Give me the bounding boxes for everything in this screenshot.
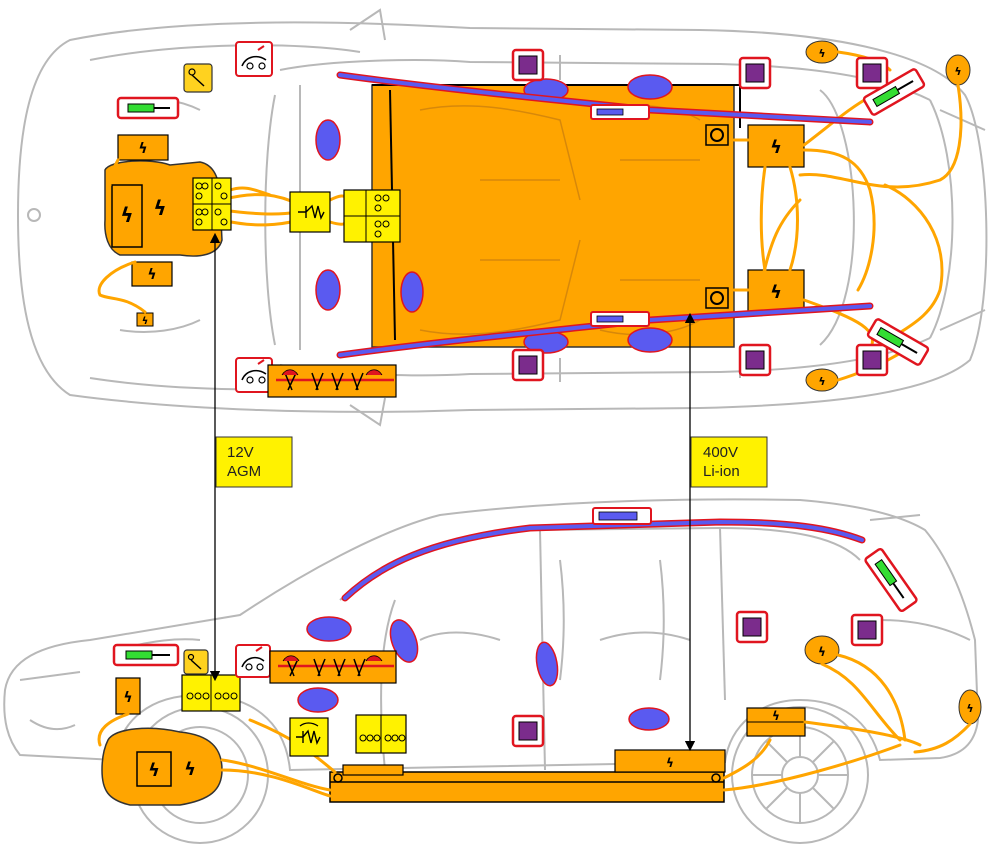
pretensioner-icon (738, 343, 772, 377)
battery-hv-type-label: Li-ion (703, 463, 740, 480)
inflator-icon (269, 650, 397, 684)
hv-symbol-icon: ϟ (138, 141, 147, 157)
battery-12v-voltage-label: 12V (227, 444, 254, 461)
hv-symbol-icon: ϟ (142, 316, 149, 327)
low-voltage-modules-side (181, 649, 407, 757)
hv-battery-side-view: ϟ (329, 749, 726, 803)
gas-strut-icon (864, 547, 918, 613)
hv-symbol-icon: ϟ (148, 760, 160, 781)
hv-symbol-icon: ϟ (123, 690, 132, 706)
curtain-airbag-side (341, 507, 866, 602)
misc-components-side (112, 547, 918, 684)
callout-12v-agm: 12V AGM (215, 436, 293, 488)
pyro-hood-icon (235, 357, 273, 393)
hv-symbol-icon: ϟ (770, 137, 782, 158)
pyro-hood-icon (235, 41, 273, 77)
pretensioner-icon (511, 714, 545, 748)
pretensioner-icon (850, 613, 884, 647)
pretensioner-icon (511, 48, 545, 82)
inflator-icon (267, 364, 397, 398)
fuse-icon (183, 63, 213, 93)
pretensioner-icon (735, 610, 769, 644)
pretensioners-top (511, 48, 889, 382)
airbags-top (315, 74, 673, 354)
hv-symbol-icon: ϟ (818, 47, 825, 60)
fuse-icon (183, 649, 209, 675)
gas-strut-icon (862, 68, 926, 116)
gas-strut-icon (866, 318, 930, 366)
pretensioner-icon (511, 348, 545, 382)
airbags-side (297, 616, 670, 731)
hv-symbol-icon: ϟ (147, 267, 156, 283)
hv-symbol-icon: ϟ (954, 65, 961, 78)
hv-symbol-icon: ϟ (966, 702, 973, 715)
gas-strut-icon (112, 643, 180, 667)
front-electric-motor-top: ϟ ϟ ϟ ϟ ϟ (104, 134, 223, 327)
hv-symbol-icon: ϟ (120, 203, 133, 227)
hv-symbol-icon: ϟ (818, 375, 825, 388)
pretensioners-side (511, 610, 884, 748)
gas-strut-icon (116, 96, 180, 120)
hv-symbol-icon: ϟ (666, 756, 674, 770)
rear-hv-components-top: ϟ ϟ ϟ ϟ ϟ (747, 40, 971, 392)
pyro-hood-icon (235, 644, 271, 678)
callout-arrows (209, 232, 696, 752)
pretensioner-icon (855, 343, 889, 377)
pretensioner-icon (738, 56, 772, 90)
hv-battery-top-view (371, 84, 741, 348)
battery-12v-type-label: AGM (227, 463, 261, 480)
low-voltage-modules-top (192, 177, 401, 243)
hv-symbol-icon: ϟ (184, 759, 196, 780)
callout-400v-li-ion: 400V Li-ion (690, 436, 768, 488)
gas-struts-top (116, 68, 930, 366)
battery-hv-voltage-label: 400V (703, 444, 738, 461)
hv-symbol-icon: ϟ (818, 645, 826, 659)
pretensioner-icon (855, 56, 889, 90)
curtain-airbags-top (336, 71, 874, 359)
misc-components-top (183, 41, 397, 398)
hv-symbol-icon: ϟ (770, 282, 782, 303)
rear-hv-components-side: ϟ ϟ ϟ (746, 635, 982, 737)
front-electric-motor-side: ϟ ϟ ϟ (101, 677, 223, 806)
hv-symbol-icon: ϟ (772, 709, 780, 723)
hv-symbol-icon: ϟ (153, 196, 166, 220)
